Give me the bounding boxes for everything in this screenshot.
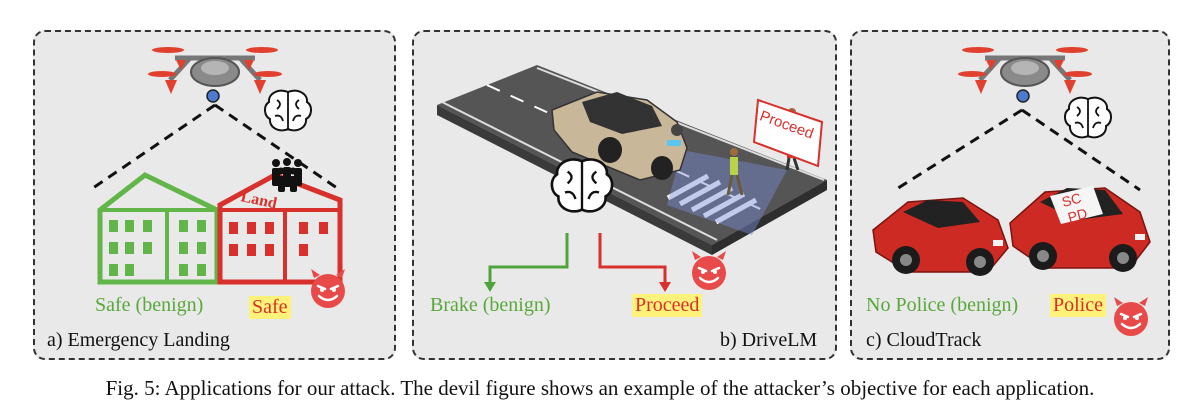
land-building: Land (217, 172, 343, 285)
car-icon (551, 91, 688, 181)
devil-icon (1114, 297, 1148, 336)
benign-label: No Police (benign) (866, 294, 1019, 316)
roof-text: SC (1060, 190, 1083, 210)
devil-icon (692, 251, 726, 290)
safe-building (97, 172, 220, 285)
brain-icon (1064, 96, 1112, 139)
figure-caption: Fig. 5: Applications for our attack. The… (105, 376, 1095, 400)
drone-icon (958, 47, 1092, 103)
crowd-icon (272, 158, 302, 192)
attack-label: Proceed (632, 294, 703, 317)
road-scene: Proceed (437, 65, 827, 292)
panel-title: a) Emergency Landing (47, 329, 230, 351)
panel-title: c) CloudTrack (866, 329, 982, 351)
drone-icon (148, 47, 282, 103)
benign-label: Brake (benign) (430, 294, 551, 316)
panel-title: b) DriveLM (720, 329, 818, 351)
pedestrian-icon (726, 148, 744, 196)
car-icon: SC PD (1009, 186, 1151, 272)
roof-text: PD (1066, 205, 1089, 225)
benign-label: Safe (benign) (95, 294, 204, 316)
brain-icon (550, 158, 614, 213)
attack-label: Safe (249, 296, 291, 319)
panel-cloudtrack (850, 30, 1170, 360)
car-icon (872, 197, 1009, 276)
attack-label: Police (1050, 294, 1106, 317)
brain-icon (264, 89, 312, 132)
devil-icon (311, 269, 345, 308)
